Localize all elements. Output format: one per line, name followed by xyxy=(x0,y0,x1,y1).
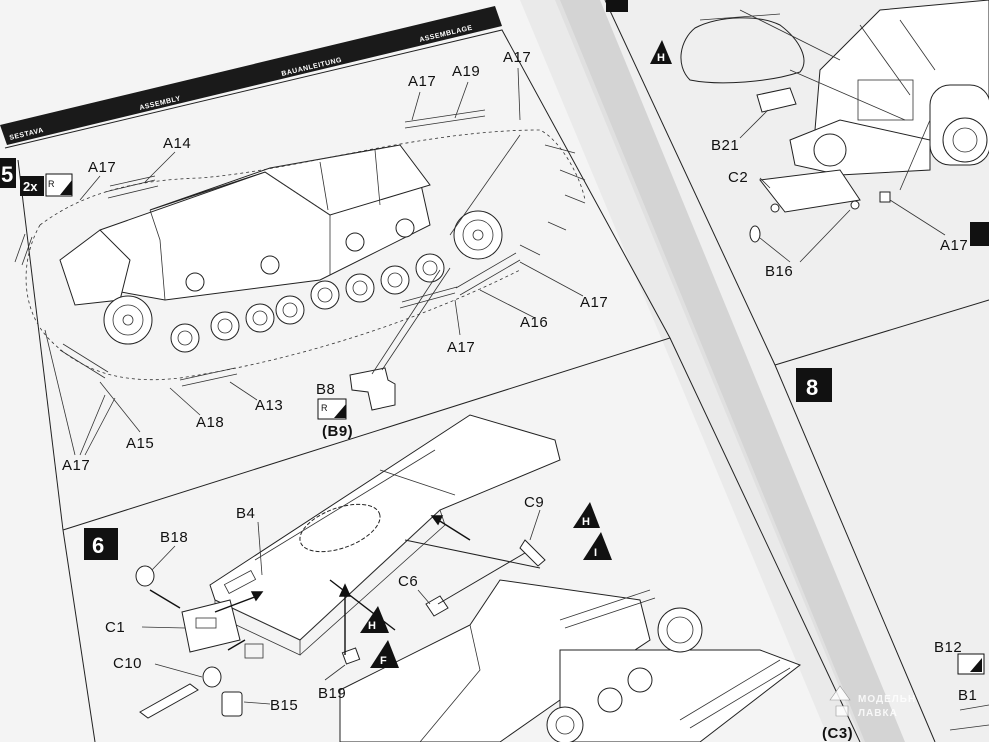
label-a13: A13 xyxy=(255,397,283,414)
label-a17-mid: A17 xyxy=(447,339,475,356)
svg-text:F: F xyxy=(380,655,387,667)
step5-leaders xyxy=(44,67,584,456)
label-a17-top2: A17 xyxy=(503,49,531,66)
label-b9: (B9) xyxy=(322,423,353,440)
next-step-box xyxy=(970,222,989,246)
svg-text:H: H xyxy=(582,516,590,528)
step7-leaders xyxy=(739,9,946,263)
svg-text:I: I xyxy=(594,547,597,559)
track-links xyxy=(14,109,586,387)
right-page xyxy=(590,0,989,742)
hull-assembly xyxy=(59,144,431,306)
step6: 6 xyxy=(84,414,853,742)
label-a15: A15 xyxy=(126,435,154,452)
label-c6: C6 xyxy=(398,573,418,590)
step6-leaders xyxy=(141,509,541,705)
step6-number: 6 xyxy=(92,533,104,558)
frame-lines xyxy=(4,0,989,742)
label-b18: B18 xyxy=(160,529,188,546)
label-b21: B21 xyxy=(711,137,739,154)
label-b4: B4 xyxy=(236,505,255,522)
step6-labels: B18 B4 C1 C10 B15 B19 C6 C9 H I H F xyxy=(105,494,853,742)
label-a17-bottom: A17 xyxy=(62,457,90,474)
label-c1: C1 xyxy=(105,619,125,636)
step6-number-box xyxy=(84,528,118,560)
step7-number-box xyxy=(606,0,628,12)
watermark: МОДЕЛЬН ЛАВКА xyxy=(829,685,916,719)
label-c10: C10 xyxy=(113,655,142,672)
watermark-line2: ЛАВКА xyxy=(858,708,898,719)
step7: H xyxy=(606,0,989,280)
frame-part xyxy=(680,13,805,84)
label-c2: C2 xyxy=(728,169,748,186)
label-b19: B19 xyxy=(318,685,346,702)
left-page xyxy=(0,0,865,742)
header-band xyxy=(0,6,502,145)
label-a14: A14 xyxy=(163,135,191,152)
label-a16: A16 xyxy=(520,314,548,331)
label-a17-left: A17 xyxy=(88,159,116,176)
gutter-shade xyxy=(520,0,865,742)
marker-f: F xyxy=(370,640,399,668)
label-c9: C9 xyxy=(524,494,544,511)
label-a17-top1: A17 xyxy=(408,73,436,90)
label-b8: B8 xyxy=(316,381,335,398)
label-a19: A19 xyxy=(452,63,480,80)
label-a17-step7: A17 xyxy=(940,237,968,254)
part-b4 xyxy=(209,414,561,656)
step7-labels: B21 C2 B16 A17 xyxy=(711,137,968,280)
step7-vehicle xyxy=(789,0,989,176)
watermark-line1: МОДЕЛЬН xyxy=(858,694,916,705)
label-b12: B12 xyxy=(934,639,962,656)
label-a18: A18 xyxy=(196,414,224,431)
label-b16: B16 xyxy=(765,263,793,280)
step7-parts xyxy=(749,87,891,243)
step5-labels: A17 A19 A17 A14 A17 A17 A16 A17 B8 R (B9… xyxy=(62,49,608,474)
svg-text:R: R xyxy=(321,403,328,413)
step5-number: 5 xyxy=(1,162,13,187)
marker-h-step7: H xyxy=(650,40,672,64)
svg-text:R: R xyxy=(48,179,55,189)
lower-hull xyxy=(339,579,802,742)
svg-text:H: H xyxy=(368,620,376,632)
b12-mirror-icon xyxy=(957,653,985,675)
page-gutter xyxy=(555,0,905,742)
small-parts xyxy=(135,539,546,719)
svg-text:H: H xyxy=(657,52,665,64)
step8-number: 8 xyxy=(806,375,818,400)
step8-number-box xyxy=(796,368,832,402)
b8-mirror-icon: R xyxy=(317,398,347,420)
marker-h-left: H xyxy=(360,606,389,633)
label-a17-right1: A17 xyxy=(580,294,608,311)
step5: 5 2x R xyxy=(0,49,608,474)
step8: 8 B12 B1 xyxy=(796,368,989,731)
step5-number-box xyxy=(0,158,16,188)
watermark-logo xyxy=(829,685,851,717)
label-c3: (C3) xyxy=(822,725,853,742)
marker-i: I xyxy=(583,532,612,560)
marker-h-top: H xyxy=(573,502,600,528)
quantity-box xyxy=(20,176,44,196)
quantity-label: 2x xyxy=(23,179,38,194)
label-b1x: B1 xyxy=(958,687,977,704)
label-b15: B15 xyxy=(270,697,298,714)
part-b8 xyxy=(349,267,451,411)
mirror-icon: R xyxy=(45,173,73,197)
